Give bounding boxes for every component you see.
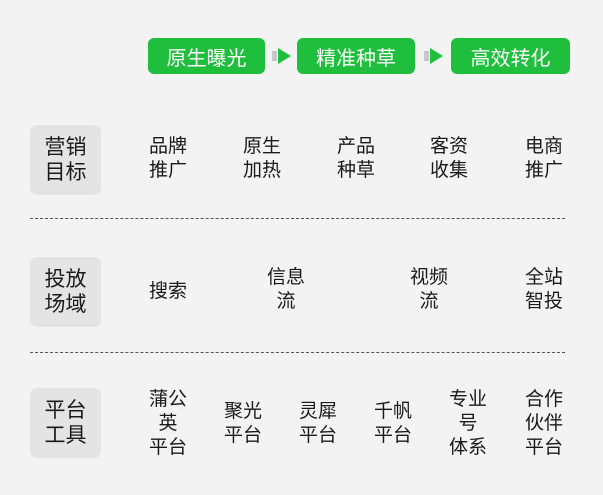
- goal-item: 产品 种草: [336, 135, 376, 181]
- tool-item: 专业 号 体系: [448, 388, 488, 458]
- row-label-placement: 投放 场域: [30, 257, 101, 327]
- divider: [30, 218, 565, 219]
- tool-item: 合作 伙伴 平台: [524, 388, 564, 458]
- goal-item: 品牌 推广: [148, 135, 188, 181]
- goal-item: 客资 收集: [429, 135, 469, 181]
- placement-item: 信息 流: [266, 266, 306, 312]
- tool-item: 蒲公 英 平台: [148, 388, 188, 458]
- tool-item: 聚光 平台: [223, 400, 263, 446]
- arrow-right-icon: [424, 48, 446, 64]
- tool-item: 灵犀 平台: [298, 400, 338, 446]
- flow-step-conversion: 高效转化: [451, 38, 570, 74]
- arrow-right-icon: [272, 48, 294, 64]
- tool-item: 千帆 平台: [373, 400, 413, 446]
- placement-item: 搜索: [148, 280, 188, 302]
- flow-step-exposure: 原生曝光: [148, 38, 265, 74]
- goal-item: 原生 加热: [242, 135, 282, 181]
- placement-item: 全站 智投: [524, 266, 564, 312]
- divider: [30, 352, 565, 353]
- flow-step-seeding: 精准种草: [297, 38, 415, 74]
- row-label-platform-tools: 平台 工具: [30, 388, 101, 458]
- row-label-marketing-goal: 营销 目标: [30, 125, 101, 195]
- placement-item: 视频 流: [409, 266, 449, 312]
- goal-item: 电商 推广: [524, 135, 564, 181]
